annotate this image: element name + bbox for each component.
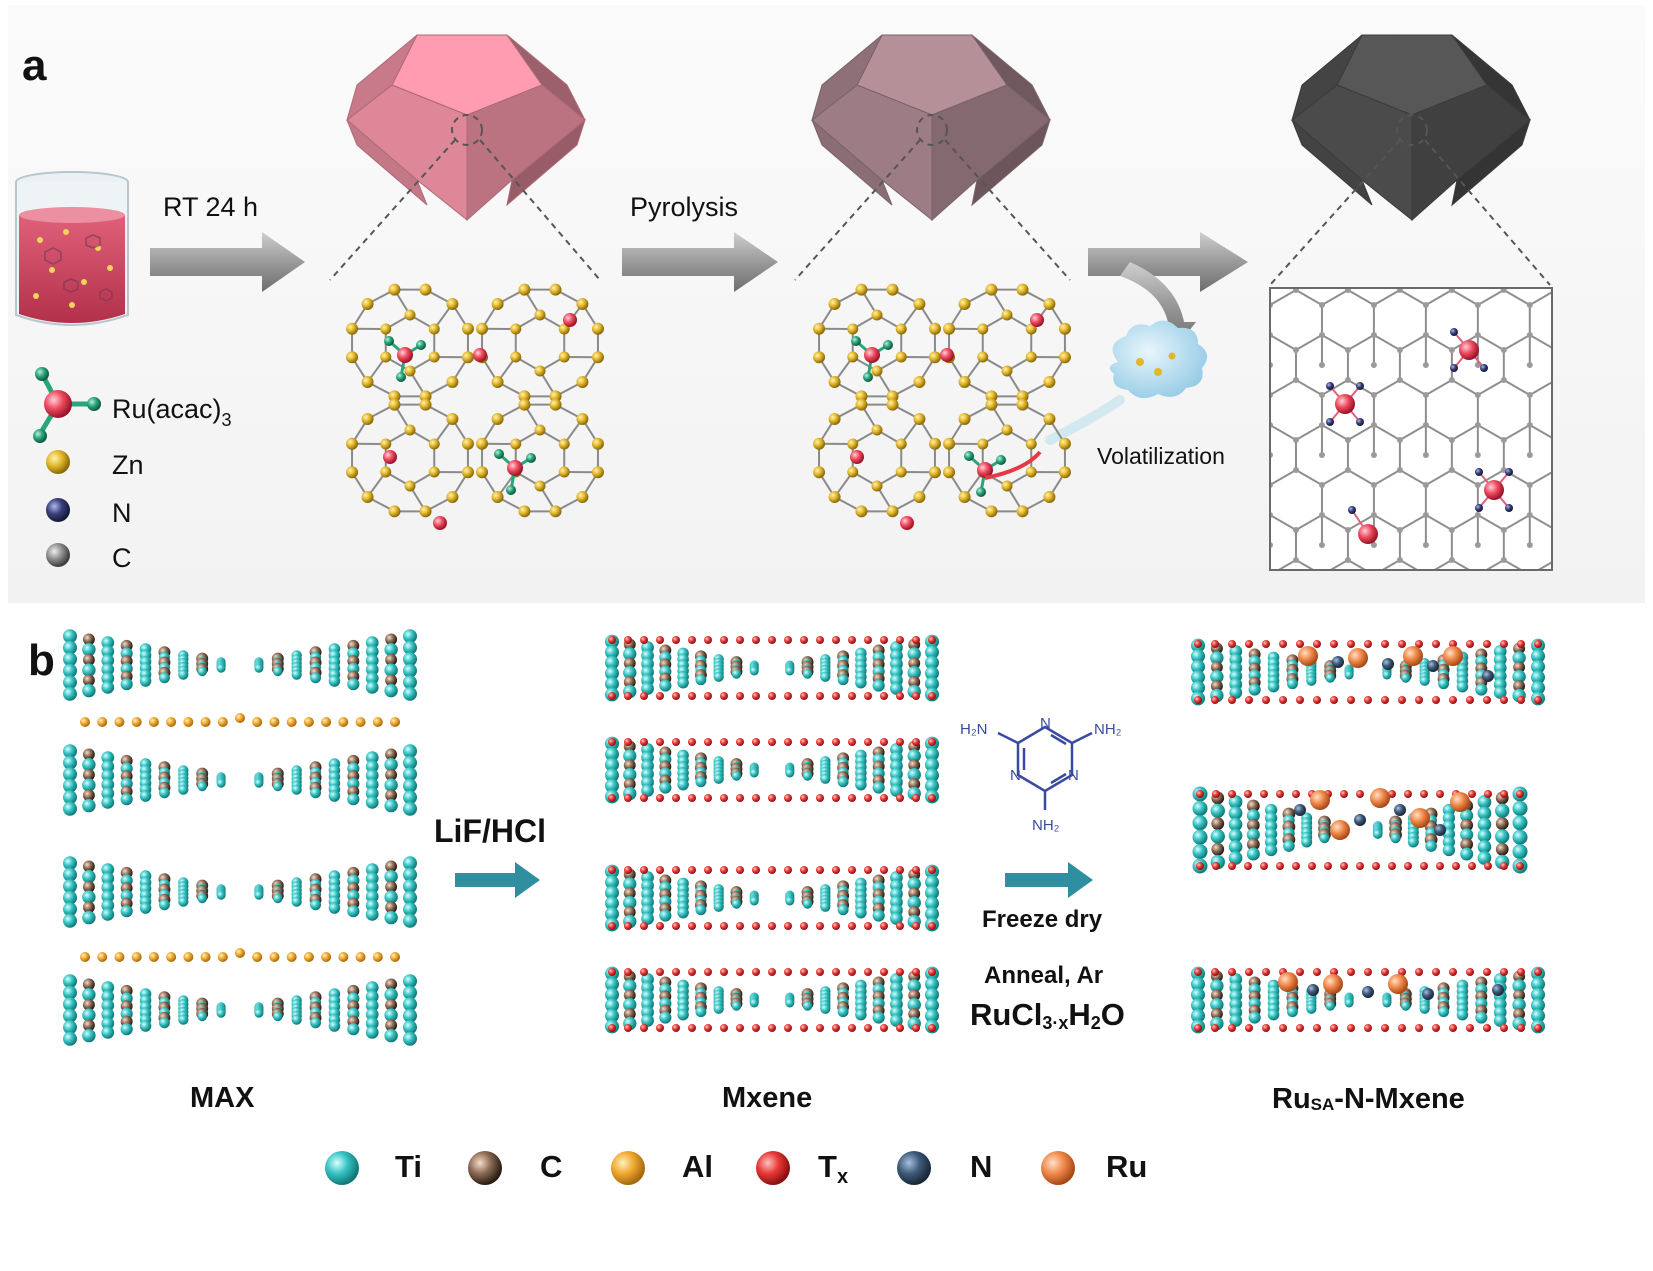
melamine-molecule-icon: N N N H₂N NH₂ NH₂ <box>960 715 1122 834</box>
ru-atom-icon <box>1041 1151 1075 1185</box>
arrow-final-split-icon <box>1088 232 1248 345</box>
c-atom-icon <box>468 1151 502 1185</box>
step-rt-24h-label: RT 24 h <box>163 192 258 222</box>
panel-a-legend: Ru(acac)3 Zn N C <box>33 367 232 573</box>
arrow-rt-24h-icon <box>150 232 305 292</box>
arrow-freeze-dry-icon <box>1005 862 1093 898</box>
panel-b-legend: Ti C Al Tx N Ru <box>325 1149 1147 1188</box>
ru-n-c-graphene-sheet <box>1269 287 1553 571</box>
mxene-structure <box>605 634 939 1034</box>
max-phase-structure <box>63 629 417 1046</box>
ru-acac-molecule-icon <box>33 367 101 443</box>
legend-n-label: N <box>112 498 132 528</box>
legend-al-label: Al <box>682 1149 713 1184</box>
legend-ru-label: Ru <box>1106 1149 1147 1184</box>
ru-sa-n-mxene-structure <box>1191 638 1545 1034</box>
legend-ru-acac-label: Ru(acac) <box>112 394 222 424</box>
svg-text:Ru(acac)3: Ru(acac)3 <box>112 394 232 430</box>
stage-ru-sa-n-mxene-label: RuSA-N-Mxene <box>1272 1083 1465 1115</box>
melamine-n-right: N <box>1068 767 1079 784</box>
beaker-icon <box>15 171 129 326</box>
panel-b-label: b <box>28 636 55 685</box>
zoom-lines <box>329 114 1551 286</box>
panel-a-label: a <box>22 41 47 90</box>
stage-mxene-label: Mxene <box>722 1082 812 1114</box>
volatilization-label: Volatilization <box>1097 443 1225 469</box>
melamine-n-top: N <box>1040 715 1051 732</box>
zif-framework-structure-1 <box>346 283 604 530</box>
c-atom-icon <box>46 543 70 567</box>
zif-crystal-pink-icon <box>346 34 586 222</box>
melamine-n-left: N <box>1010 767 1021 784</box>
melamine-nh2-right-label: NH₂ <box>1094 721 1122 738</box>
ti-atom-icon <box>325 1151 359 1185</box>
arrow-pyrolysis-icon <box>622 232 778 292</box>
melamine-h2n-label: H₂N <box>960 721 988 738</box>
n-atom-icon <box>46 498 70 522</box>
zn-atom-icon <box>46 450 70 474</box>
step-pyrolysis-label: Pyrolysis <box>630 192 738 222</box>
legend-c-label: C <box>112 543 132 573</box>
ru-migration-arrow <box>984 450 1042 480</box>
legend-c-label: C <box>540 1149 562 1184</box>
legend-zn-label: Zn <box>112 450 144 480</box>
legend-ti-label: Ti <box>395 1149 422 1184</box>
step-freeze-dry-label: Freeze dry <box>982 906 1103 933</box>
legend-n-label: N <box>970 1149 992 1184</box>
step-lif-hcl-label: LiF/HCl <box>434 813 546 849</box>
melamine-nh2-bottom-label: NH₂ <box>1032 817 1060 834</box>
al-atom-icon <box>611 1151 645 1185</box>
zif-framework-structure-2 <box>813 283 1071 530</box>
volatilization-cloud-icon <box>1045 320 1208 445</box>
carbon-crystal-dark-icon <box>1291 34 1531 222</box>
n-atom-icon <box>897 1151 931 1185</box>
legend-tx-label: Tx <box>818 1149 848 1188</box>
zif-crystal-mauve-icon <box>811 34 1051 222</box>
tx-atom-icon <box>756 1151 790 1185</box>
legend-ru-acac-sub: 3 <box>222 410 232 430</box>
stage-max-label: MAX <box>190 1082 255 1114</box>
arrow-lif-hcl-icon <box>455 862 540 898</box>
step-anneal-label: Anneal, Ar <box>984 962 1103 989</box>
step-rucl3-label: RuCl3·xH2O <box>970 997 1125 1033</box>
